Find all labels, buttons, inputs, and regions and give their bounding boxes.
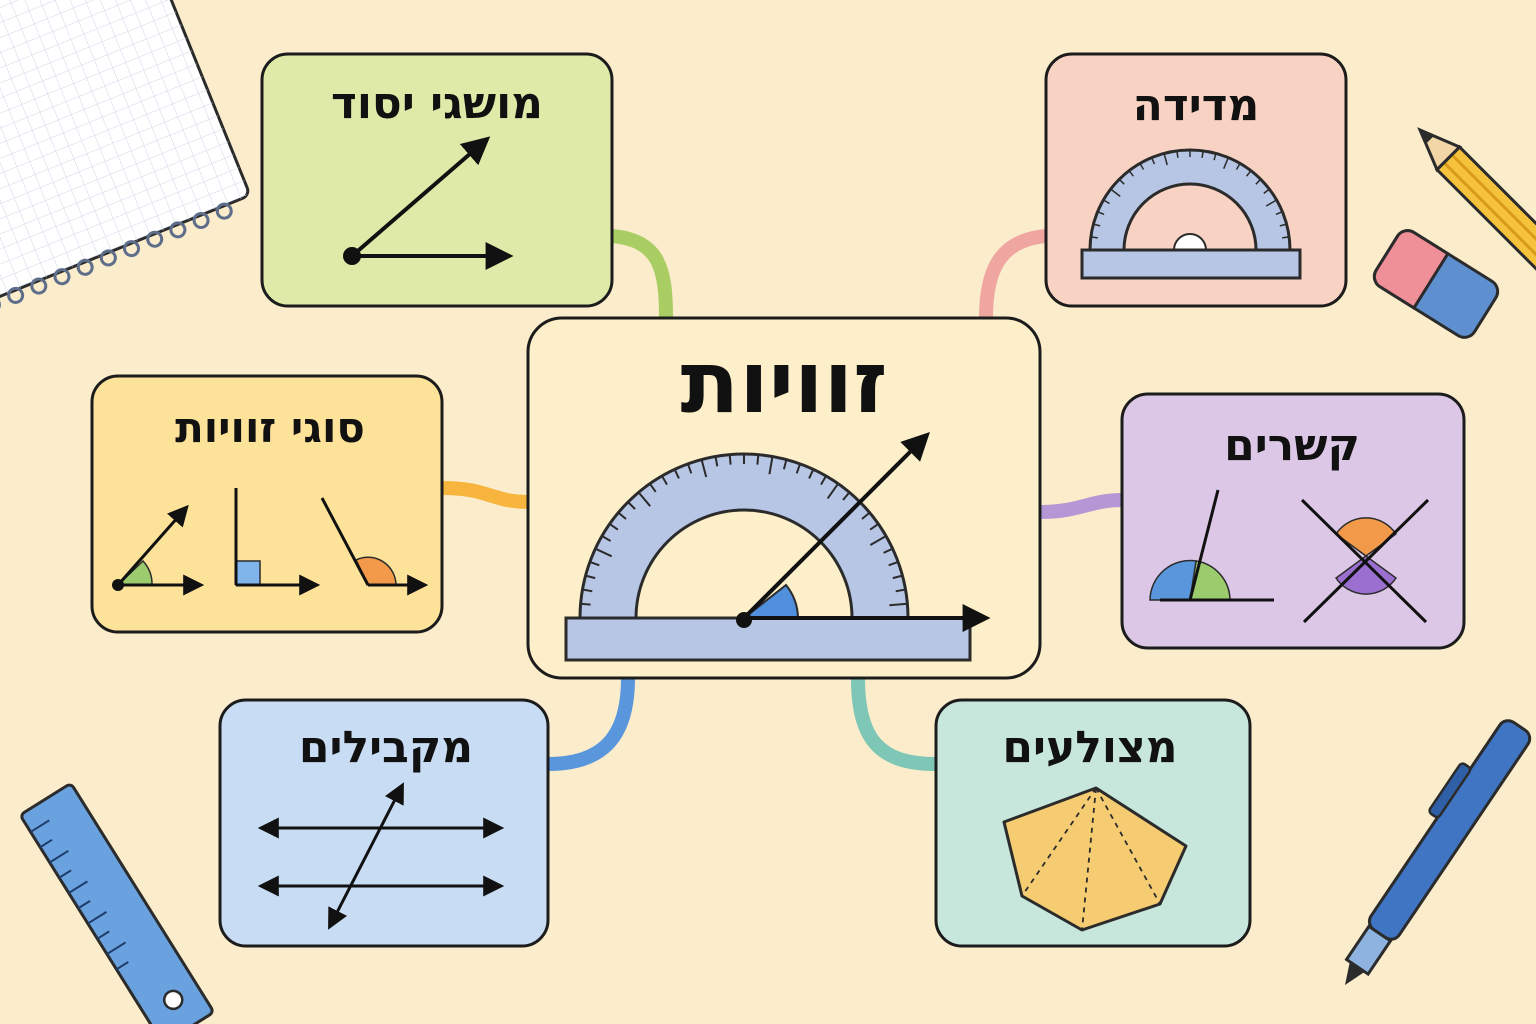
- protractor-tick: [869, 523, 879, 531]
- pen-icon: [1344, 719, 1532, 985]
- protractor-tick: [756, 454, 760, 465]
- protractor-tick: [861, 511, 871, 520]
- protractor-tick: [1279, 223, 1287, 227]
- protractor-tick: [1093, 223, 1101, 227]
- connector-polygons: [851, 671, 943, 771]
- right-angle-icon: [234, 488, 321, 596]
- protractor-tick: [892, 574, 903, 580]
- protractor-icon: [564, 432, 991, 662]
- protractor-tick: [1265, 199, 1277, 207]
- node-basic-concepts[interactable]: מושגי יסוד: [260, 52, 614, 308]
- connector-parallels: [541, 671, 635, 771]
- protractor-tick: [1151, 157, 1156, 165]
- protractor-tick: [889, 602, 908, 607]
- obtuse-angle-icon: [320, 497, 429, 596]
- protractor-tick: [585, 574, 596, 580]
- protractor-tick: [883, 547, 894, 554]
- notebook-icon: [0, 0, 250, 314]
- node-relations[interactable]: קשרים: [1120, 392, 1466, 650]
- protractor-tick: [1213, 153, 1217, 161]
- protractor-tick: [1103, 199, 1110, 205]
- node-title-basic-concepts: מושגי יסוד: [331, 78, 543, 129]
- protractor-tick: [768, 456, 774, 475]
- protractor-tick: [1163, 153, 1168, 166]
- protractor-tick: [1110, 188, 1121, 197]
- protractor-tick: [869, 535, 887, 546]
- protractor-tick: [1263, 188, 1270, 194]
- protractor-tick: [637, 491, 651, 507]
- acute-angle-icon: [112, 504, 205, 596]
- protractor-tick: [795, 463, 802, 474]
- protractor-tick: [728, 454, 732, 465]
- protractor-tick: [1246, 170, 1252, 177]
- protractor-tick: [661, 475, 668, 486]
- protractor-tick: [1282, 236, 1290, 239]
- node-title-polygons: מצולעים: [1002, 722, 1177, 773]
- protractor-tick: [673, 468, 680, 479]
- connector-measurement: [979, 229, 1053, 325]
- connector-relations: [1033, 493, 1129, 519]
- protractor-tick: [1097, 211, 1105, 216]
- protractor-tick: [627, 501, 636, 510]
- protractor-tick: [808, 468, 815, 479]
- node-title-angle-types: סוגי זוויות: [175, 403, 365, 452]
- protractor-tick: [686, 463, 693, 474]
- protractor-tick: [601, 535, 612, 542]
- node-angle-types[interactable]: סוגי זוויות: [90, 374, 444, 634]
- node-title-relations: קשרים: [1224, 420, 1360, 471]
- protractor-icon: [1080, 148, 1302, 280]
- protractor-tick: [888, 560, 899, 567]
- parallel-lines-icon: [257, 782, 505, 930]
- protractor-tick: [1090, 236, 1098, 239]
- protractor-tick: [649, 483, 657, 493]
- node-measurement[interactable]: מדידה: [1044, 52, 1348, 308]
- connector-angle-types: [435, 481, 537, 509]
- protractor-tick: [594, 547, 613, 558]
- protractor-tick: [589, 560, 600, 567]
- protractor-tick: [714, 456, 719, 467]
- protractor-tick: [1275, 211, 1283, 216]
- protractor-tick: [842, 491, 851, 501]
- protractor-tick: [826, 483, 839, 499]
- protractor-tick: [700, 459, 708, 478]
- vertical-angles-icon: [1300, 498, 1430, 624]
- polygon-icon: [1002, 786, 1188, 932]
- ruler-icon: [20, 783, 214, 1024]
- node-parallels[interactable]: מקבילים: [218, 698, 550, 948]
- protractor-tick: [820, 475, 827, 486]
- adjacent-angles-icon: [1149, 489, 1274, 602]
- protractor-tick: [1176, 150, 1179, 158]
- ray-angle-icon: [343, 136, 514, 270]
- protractor-tick: [1235, 163, 1241, 170]
- node-title-measurement: מדידה: [1133, 80, 1260, 131]
- connector-basic-concepts: [605, 229, 673, 325]
- protractor-tick: [582, 588, 593, 593]
- protractor-tick: [1139, 163, 1145, 170]
- center-node[interactable]: זוויות: [526, 316, 1042, 680]
- protractor-tick: [609, 523, 619, 531]
- protractor-tick: [1128, 170, 1134, 177]
- protractor-tick: [580, 602, 591, 606]
- eraser-icon: [1372, 229, 1500, 339]
- protractor-tick: [895, 588, 906, 593]
- center-title: זוויות: [680, 333, 887, 433]
- protractor-tick: [1223, 157, 1229, 169]
- node-title-parallels: מקבילים: [299, 722, 473, 773]
- protractor-tick: [617, 511, 627, 520]
- protractor-tick: [1201, 150, 1204, 158]
- protractor-tick: [782, 459, 788, 470]
- protractor-tick: [1118, 178, 1125, 185]
- protractor-tick: [1255, 178, 1262, 185]
- node-polygons[interactable]: מצולעים: [934, 698, 1252, 948]
- pencil-icon: [1417, 127, 1536, 278]
